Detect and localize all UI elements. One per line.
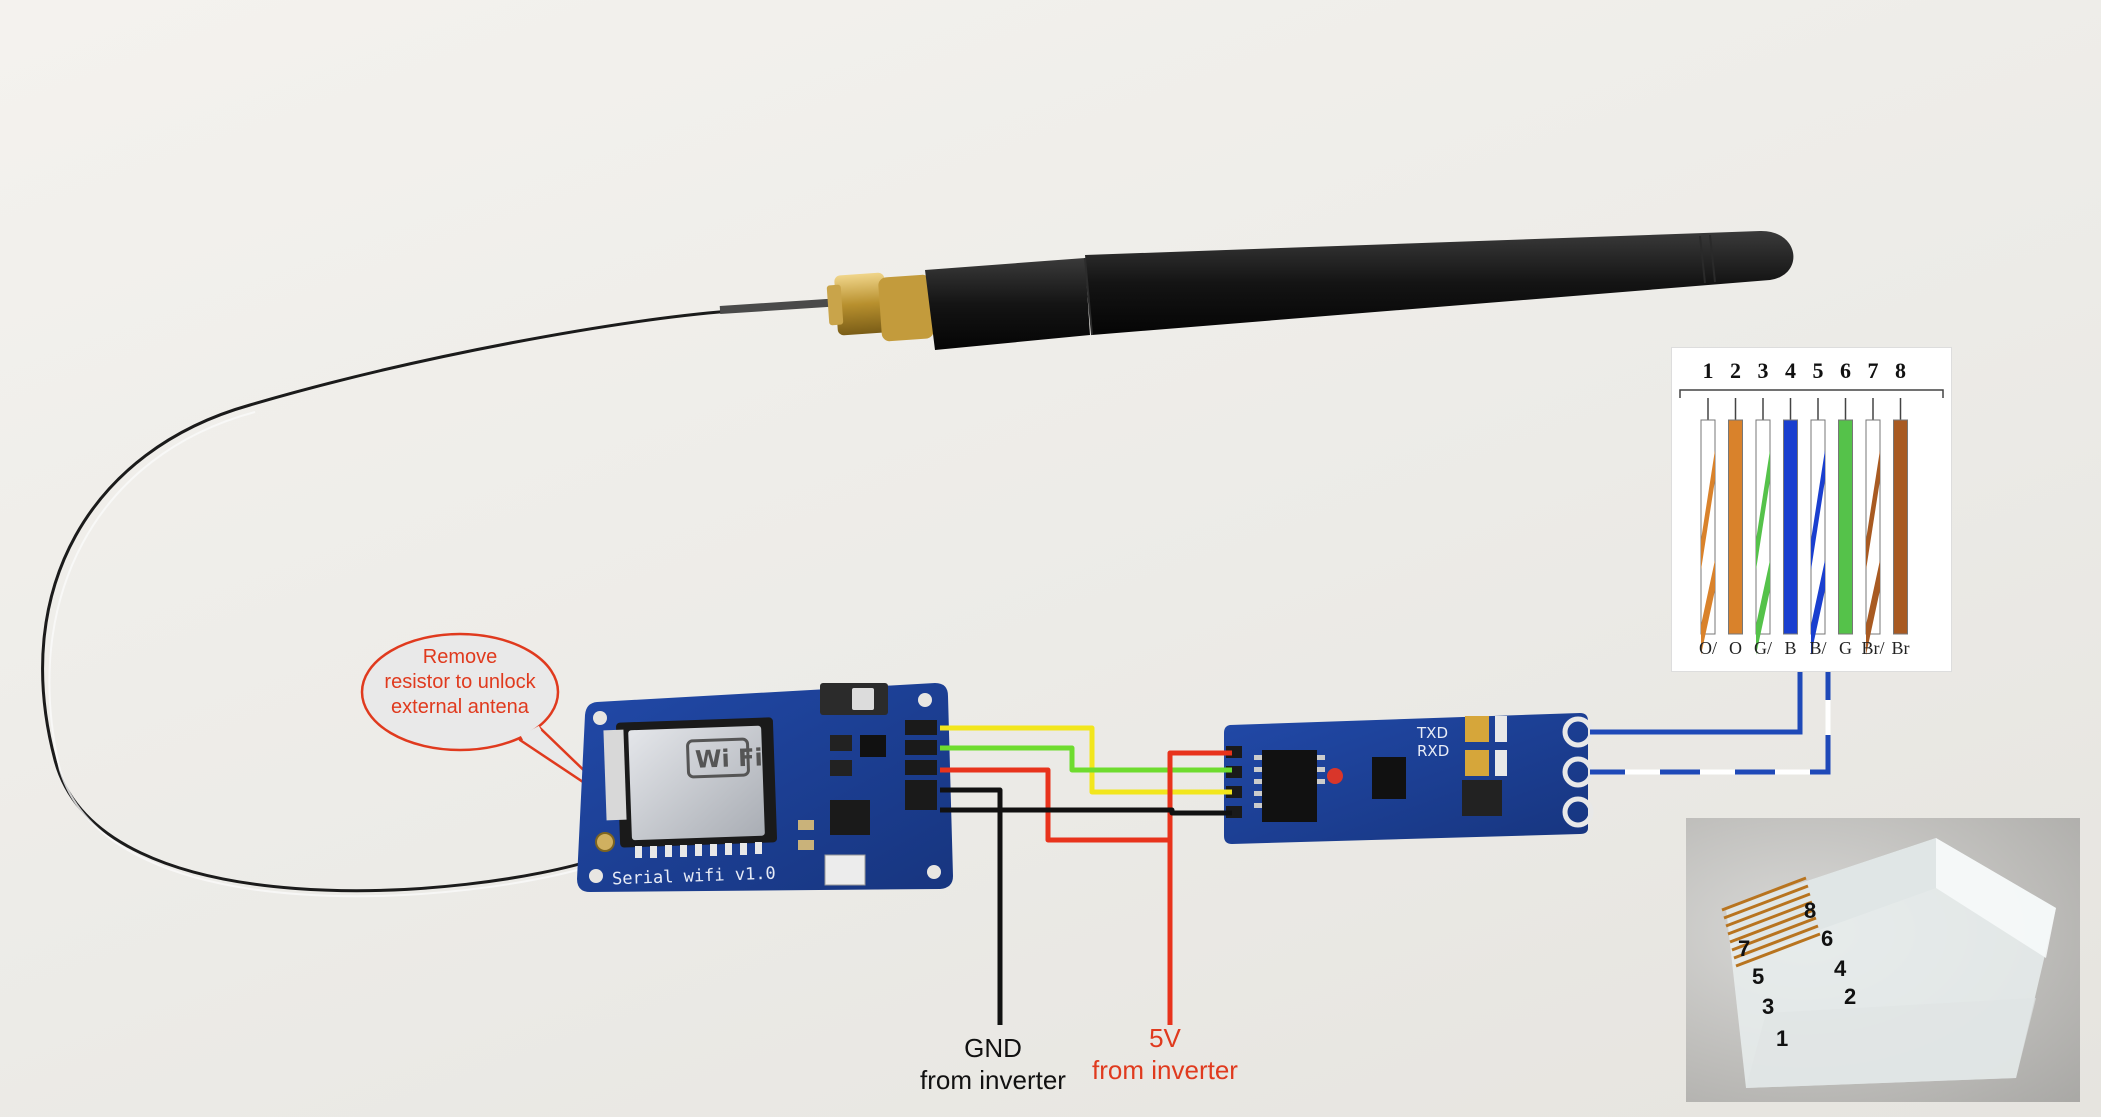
annotation-line-3: external antena — [391, 696, 529, 718]
pin-code-4: B — [1784, 638, 1797, 658]
pin-stripe-5-1 — [1811, 450, 1825, 570]
rs485-rxd-label: RXD — [1417, 742, 1449, 760]
rj45-pin-number-7: 7 — [1738, 936, 1751, 961]
pin-stripe-1-1 — [1701, 450, 1715, 570]
pin-stripe-7-2 — [1866, 560, 1880, 655]
pin-number-4: 4 — [1785, 358, 1796, 383]
gnd-label-line-2: from inverter — [920, 1065, 1066, 1095]
blue-wire — [1590, 658, 1803, 735]
black-wire-link — [940, 807, 1232, 816]
pinout-wires — [1679, 389, 1944, 655]
pin-code-3: G/ — [1754, 638, 1772, 658]
pin-code-1: O/ — [1699, 638, 1717, 658]
rj45-pin-number-6: 6 — [1821, 926, 1834, 951]
pin-code-8: Br — [1891, 638, 1910, 658]
gnd-wire — [940, 787, 1003, 1025]
svg-text:Wi Fi: Wi Fi — [695, 743, 764, 773]
rj45-pin-number-8: 8 — [1804, 898, 1817, 923]
pin-wire-8 — [1893, 419, 1908, 635]
pin-number-7: 7 — [1867, 358, 1879, 383]
pin-code-7: Br/ — [1861, 638, 1885, 658]
annotation-line-2: resistor to unlock — [384, 671, 536, 693]
antenna-cable — [41, 309, 731, 898]
rj45-connector-icon — [1721, 838, 2056, 1088]
pin-number-2: 2 — [1730, 358, 1741, 383]
green-wire — [940, 745, 1232, 773]
rs485-output-wires — [1590, 658, 1831, 775]
rs485-txd-label: TXD — [1416, 724, 1448, 742]
v5-label-line-1: 5V — [1149, 1023, 1181, 1053]
pin-code-6: G — [1839, 638, 1852, 658]
red-wire-link — [940, 750, 1232, 843]
antenna-icon — [719, 230, 1794, 350]
rj45-pin-number-4: 4 — [1834, 956, 1847, 981]
pin-wire-6 — [1838, 419, 1853, 635]
rj45-pin-number-5: 5 — [1752, 964, 1765, 989]
pin-code-5: B/ — [1809, 638, 1827, 658]
wifi-module-board: Wi Fi — [577, 683, 953, 892]
pin-stripe-3-2 — [1756, 560, 1770, 655]
pin-stripe-1-2 — [1701, 560, 1715, 655]
blue-white-wire — [1590, 658, 1831, 775]
rj45-pin-number-2: 2 — [1844, 984, 1857, 1009]
pin-number-1: 1 — [1702, 358, 1714, 383]
pin-code-2: O — [1729, 638, 1742, 658]
annotation-text: Remove resistor to unlock external anten… — [362, 645, 558, 720]
gnd-label-line-1: GND — [964, 1033, 1022, 1063]
pin-wire-2 — [1728, 419, 1743, 635]
yellow-wire — [940, 725, 1232, 795]
pin-number-8: 8 — [1895, 358, 1906, 383]
rj45-pin-number-1: 1 — [1776, 1026, 1789, 1051]
v5-label-line-2: from inverter — [1092, 1055, 1238, 1085]
rj45-pin-number-3: 3 — [1762, 994, 1775, 1019]
pin-number-5: 5 — [1812, 358, 1824, 383]
v5-label: 5V from inverter — [1080, 1022, 1250, 1086]
rs485-module-board — [1224, 713, 1594, 844]
signal-wires — [940, 725, 1232, 1025]
pin-stripe-7-1 — [1866, 450, 1880, 570]
annotation-line-1: Remove — [422, 646, 498, 668]
pin-wire-4 — [1783, 419, 1798, 635]
pin-stripe-5-2 — [1811, 560, 1825, 655]
pin-number-6: 6 — [1840, 358, 1851, 383]
pin-number-3: 3 — [1757, 358, 1769, 383]
gnd-label: GND from inverter — [900, 1032, 1086, 1096]
pin-stripe-3-1 — [1756, 450, 1770, 570]
